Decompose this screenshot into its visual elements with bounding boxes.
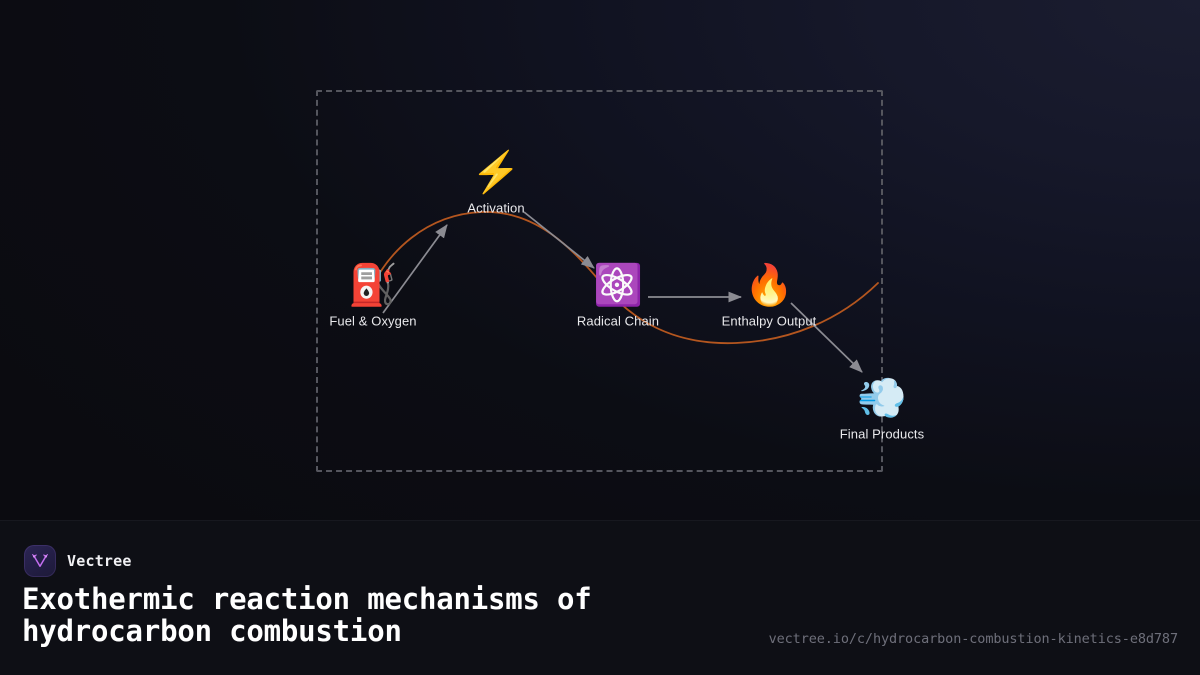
node-label: Final Products <box>839 426 925 442</box>
atom-symbol-icon: ⚛️ <box>593 263 643 308</box>
fuel-pump-icon: ⛽ <box>348 263 398 308</box>
brand-name: Vectree <box>67 552 132 570</box>
edge-fuel-activation <box>382 224 448 314</box>
high-voltage-icon: ⚡ <box>471 150 521 195</box>
edge-activation-radical <box>523 211 595 269</box>
node-fuel-oxygen[interactable]: ⛽ Fuel & Oxygen <box>329 264 416 329</box>
page-title: Exothermic reaction mechanisms of hydroc… <box>22 582 592 648</box>
node-label: Fuel & Oxygen <box>329 313 417 329</box>
diagram-canvas[interactable]: ⛽ Fuel & Oxygen ⚡ Activation ⚛️ Radical … <box>0 0 1200 520</box>
vectree-logo <box>24 545 56 577</box>
node-final-products[interactable]: 💨 Final Products <box>840 377 925 442</box>
node-enthalpy-output[interactable]: 🔥 Enthalpy Output <box>722 264 817 329</box>
reaction-boundary-box <box>316 90 883 472</box>
edge-enthalpy-products <box>790 302 863 373</box>
edge-layer <box>363 211 879 373</box>
deck-url: vectree.io/c/hydrocarbon-combustion-kine… <box>768 631 1179 647</box>
node-label: Enthalpy Output <box>721 313 817 329</box>
vectree-glyph-icon <box>32 554 48 567</box>
node-label: Activation <box>467 200 525 216</box>
energy-profile-curve <box>363 211 879 345</box>
dashing-away-icon: 💨 <box>857 376 907 421</box>
footer-bar: Vectree Exothermic reaction mechanisms o… <box>0 520 1200 675</box>
node-radical-chain[interactable]: ⚛️ Radical Chain <box>577 264 659 329</box>
fire-icon: 🔥 <box>744 263 794 308</box>
brand[interactable]: Vectree <box>24 545 132 577</box>
node-activation[interactable]: ⚡ Activation <box>467 151 524 216</box>
node-label: Radical Chain <box>576 313 660 329</box>
